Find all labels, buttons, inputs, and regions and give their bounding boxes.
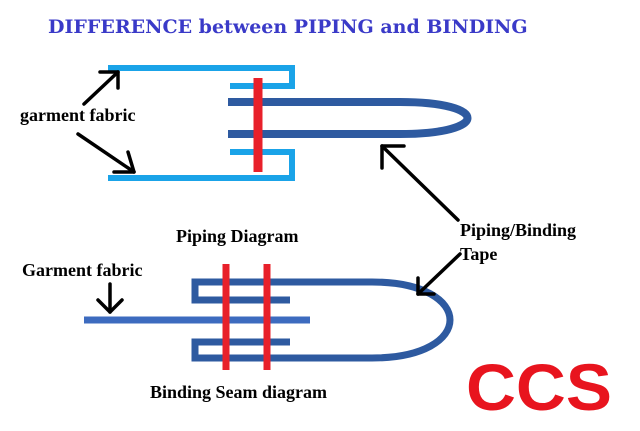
- label-garment-fabric-top: garment fabric: [20, 105, 135, 125]
- binding-tape-inner-bottom: [191, 338, 290, 362]
- piping-tape: [228, 98, 472, 138]
- piping-lower-fabric: [108, 149, 295, 181]
- label-garment-fabric-bottom: Garment fabric: [22, 260, 142, 280]
- arrow-to-piping-tape: [380, 144, 460, 222]
- binding-tape-loop: [290, 278, 454, 362]
- binding-diagram: [84, 264, 454, 370]
- label-binding-seam-diagram: Binding Seam diagram: [150, 382, 327, 402]
- arrow-to-upper-fabric: [82, 70, 120, 106]
- label-tape-line2: Tape: [460, 244, 497, 264]
- page-title: DIFFERENCE between PIPING and BINDING: [48, 16, 528, 38]
- label-piping-diagram: Piping Diagram: [176, 226, 299, 246]
- arrows: [76, 70, 462, 314]
- label-tape-line1: Piping/Binding: [460, 220, 576, 240]
- arrow-to-lower-fabric: [76, 132, 136, 174]
- arrow-to-garment-fabric: [96, 282, 124, 314]
- piping-upper-fabric: [108, 65, 295, 89]
- ccs-logo: CCS: [466, 350, 612, 424]
- piping-diagram: [108, 65, 472, 181]
- arrow-to-binding-tape: [416, 252, 462, 296]
- binding-tape-inner-top: [191, 278, 290, 304]
